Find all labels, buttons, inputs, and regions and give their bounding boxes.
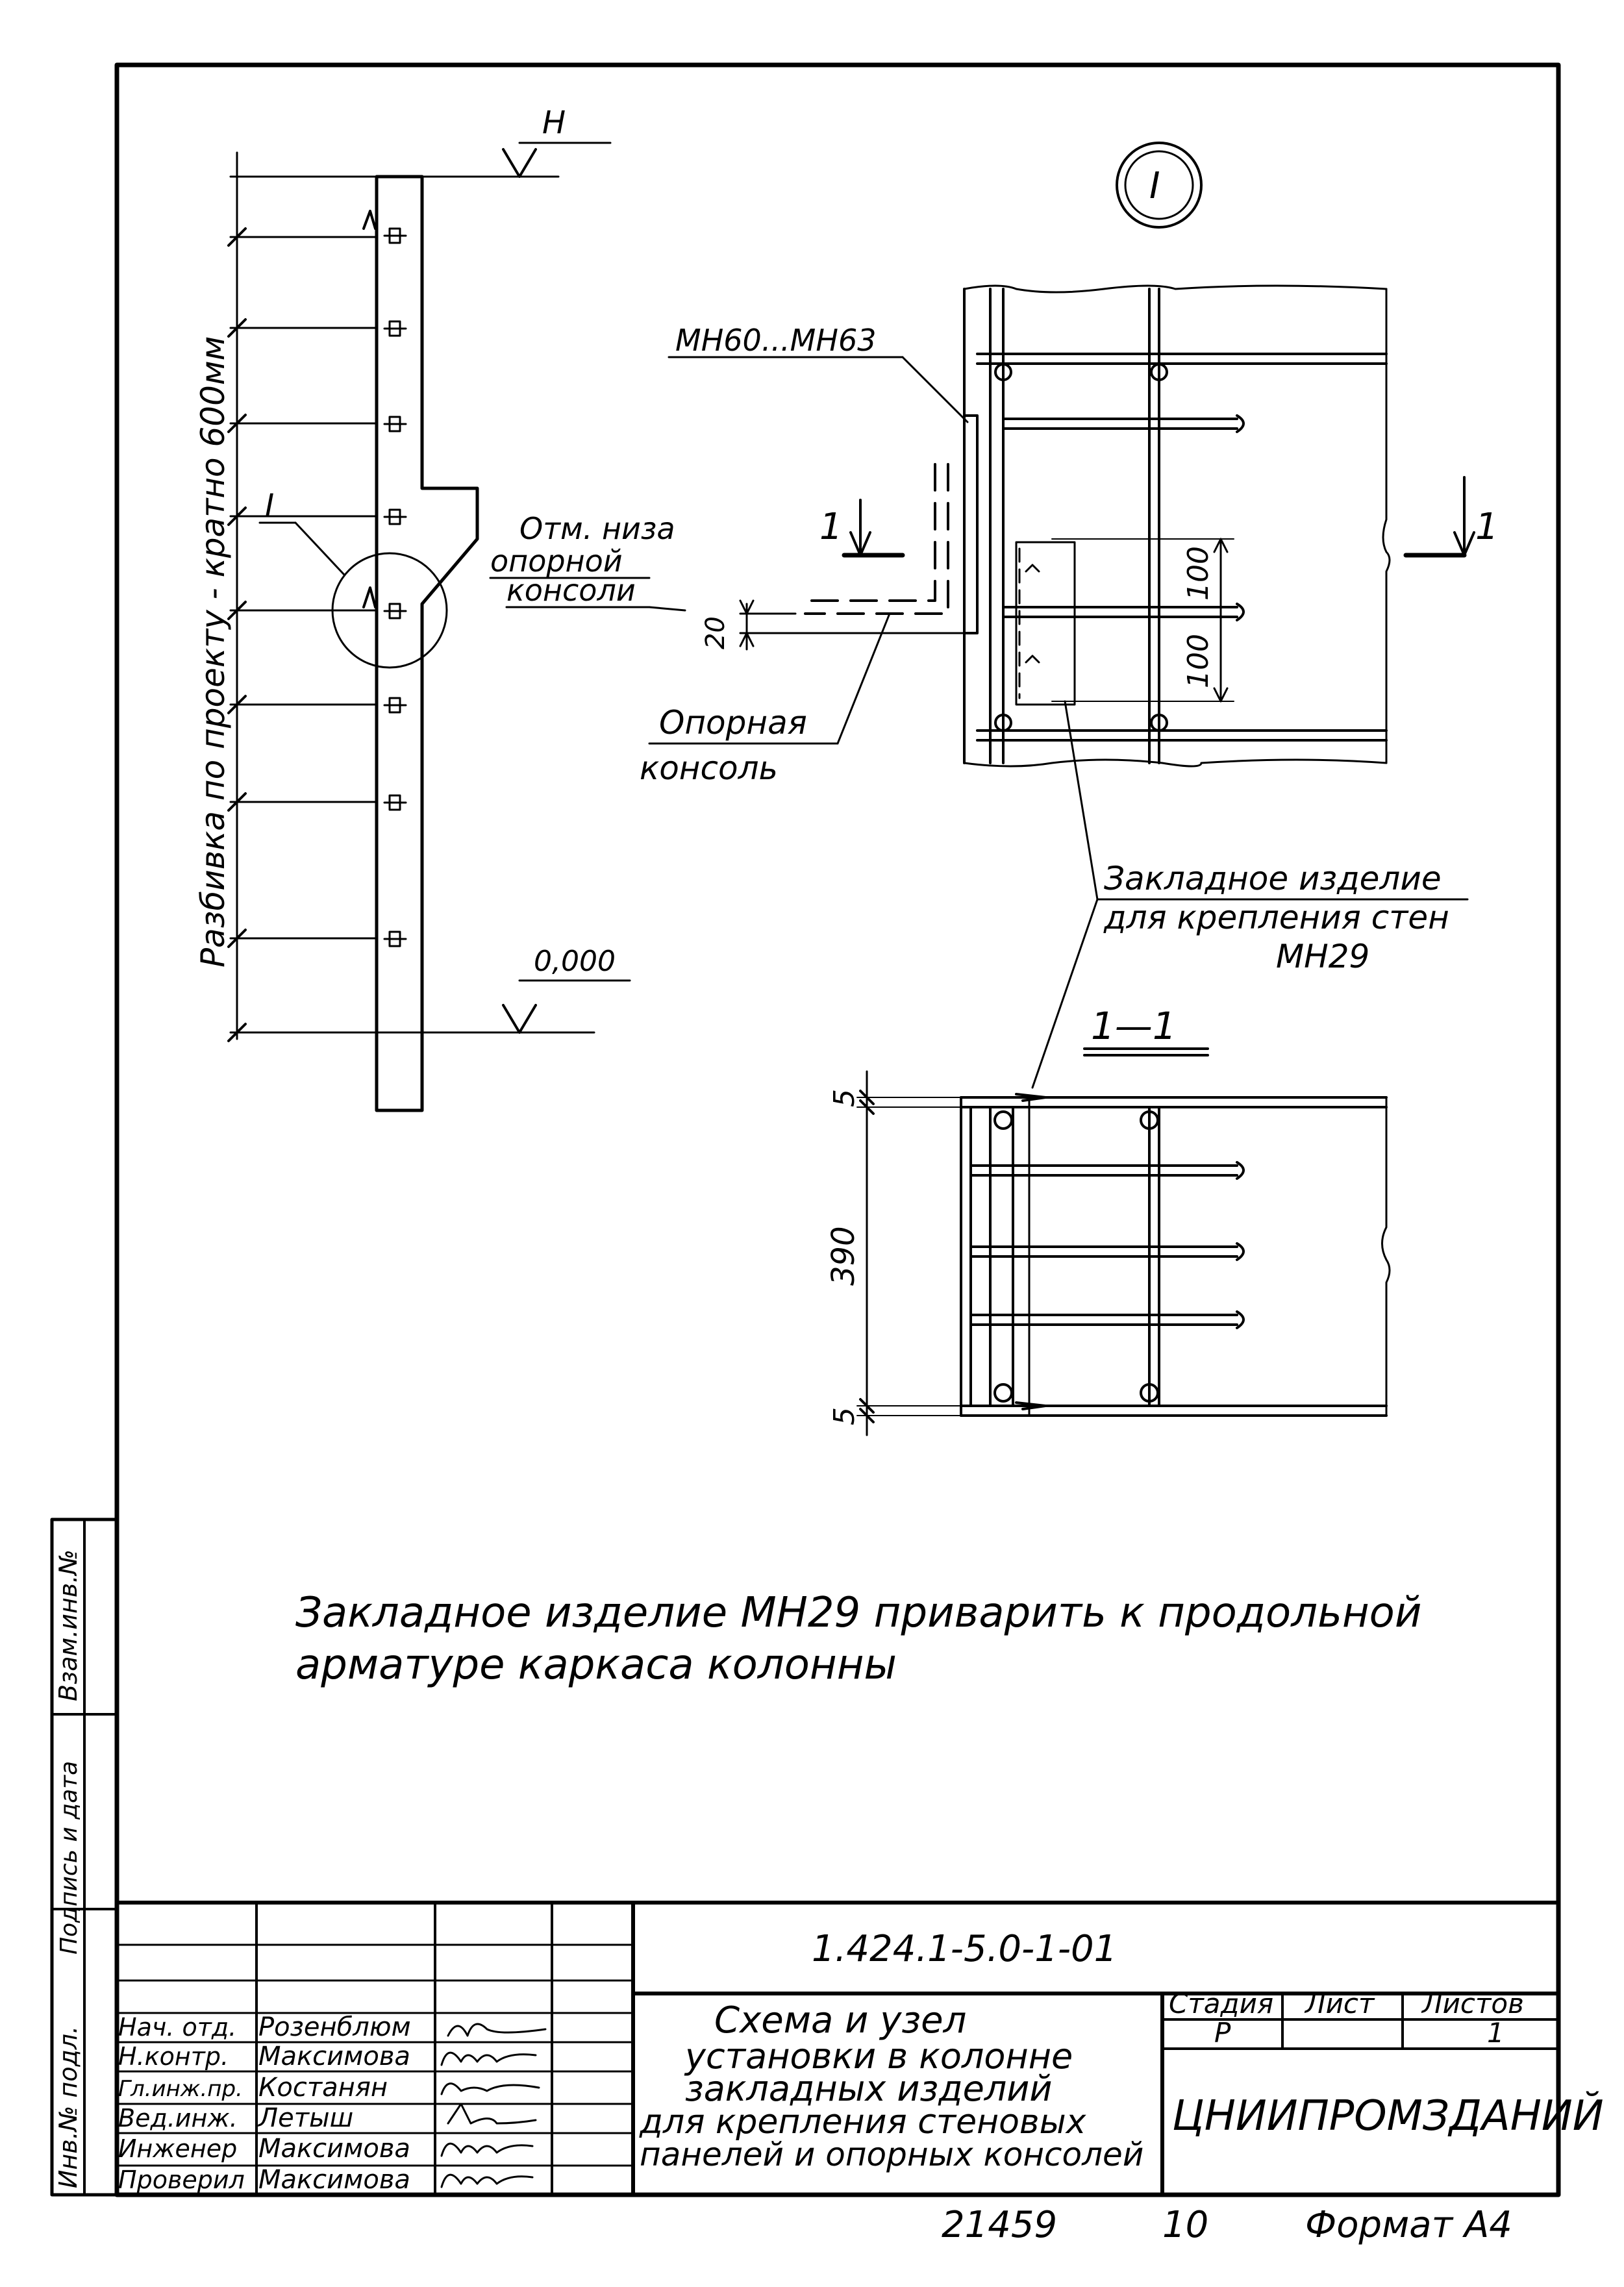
section-mark-right: 1	[1475, 506, 1499, 548]
role-6: Проверил	[118, 2166, 245, 2194]
footer-format: Формат А4	[1305, 2204, 1512, 2246]
stage-value: Р	[1214, 2017, 1231, 2049]
mark-zero-label: 0,000	[534, 945, 616, 978]
section-bars	[960, 1093, 1391, 1417]
note-line-1: Закладное изделие МН29 приварить к продо…	[295, 1589, 1421, 1637]
tick-marks	[227, 227, 247, 1042]
bottom-console-label-line2: опорной	[490, 544, 623, 579]
title-line-2: установки в колонне	[684, 2036, 1073, 2077]
note: Закладное изделие МН29 приварить к продо…	[295, 1589, 1421, 1689]
role-5: Инженер	[118, 2134, 237, 2163]
signatures	[440, 2023, 547, 2188]
label-sign-date: Подпись и дата	[56, 1761, 82, 1955]
title-line-4: для крепления стеновых	[639, 2103, 1087, 2142]
dim-100-bottom: 100	[1182, 634, 1215, 688]
name-3: Костанян	[258, 2073, 388, 2103]
console-embed-plate	[963, 414, 979, 634]
node-circle	[331, 552, 448, 669]
dim-5-top: 5	[828, 1089, 861, 1107]
sheets-value: 1	[1487, 2017, 1505, 2049]
node-badge-inner	[1124, 150, 1194, 220]
column-elevation: Н	[194, 105, 631, 1112]
doc-code: 1.424.1-5.0-1-01	[812, 1928, 1117, 1970]
node-badge-label: I	[1149, 165, 1160, 207]
sheets-header: Листов	[1421, 1988, 1524, 2019]
spacing-label: Разбивка по проекту - кратно 600мм	[194, 336, 232, 968]
embed-label-line2: для крепления стен	[1103, 899, 1449, 936]
bottom-console-label-line1: Отм. низа	[519, 511, 675, 546]
title-line-5: панелей и опорных консолей	[640, 2136, 1143, 2173]
name-1: Розенблюм	[258, 2012, 411, 2042]
section-mark-left: 1	[819, 506, 843, 548]
dim-5-bottom: 5	[828, 1407, 861, 1425]
role-3: Гл.инж.пр.	[118, 2076, 243, 2102]
section-title: 1—1	[1091, 1004, 1177, 1048]
console-embed-leader-label: МН60...МН63	[675, 323, 877, 358]
role-2: Н.контр.	[118, 2042, 229, 2071]
label-inv-replace: Взам.инв.№	[54, 1549, 82, 1701]
embed-plates	[362, 210, 407, 947]
column-outline	[375, 175, 479, 1112]
support-console-label-line1: Опорная	[659, 704, 807, 742]
title-line-1: Схема и узел	[714, 1999, 966, 2042]
title-block: 1.424.1-5.0-1-01 Нач. отд. Н.контр. Гл.и…	[115, 1901, 1604, 2197]
title-line-3: закладных изделий	[685, 2068, 1053, 2109]
note-line-2: арматуре каркаса колонны	[295, 1641, 897, 1689]
role-4: Вед.инж.	[118, 2104, 238, 2132]
left-stamp-strip: Взам.инв.№ Подпись и дата Инв.№ подл.	[50, 1518, 119, 2197]
embed-label-line1: Закладное изделие	[1104, 860, 1442, 897]
wall-embed-plate	[1015, 541, 1076, 706]
node-callout-label: I	[265, 488, 274, 524]
node-detail: I	[489, 142, 1499, 1089]
dim-390: 390	[825, 1226, 862, 1286]
node-badge-outer	[1116, 142, 1203, 229]
name-6: Максимова	[258, 2165, 410, 2195]
footer-page: 10	[1162, 2204, 1208, 2246]
name-2: Максимова	[258, 2042, 410, 2071]
dim-20-label: 20	[701, 616, 731, 649]
role-1: Нач. отд.	[118, 2013, 236, 2042]
stage-header: Стадия	[1169, 1988, 1273, 2019]
support-console-label-line2: консоль	[640, 749, 778, 787]
sheet-header: Лист	[1304, 1988, 1375, 2019]
footer-number: 21459	[942, 2204, 1057, 2246]
spacing-ticks	[229, 175, 378, 1034]
column-bars	[963, 284, 1391, 768]
dim-100-top: 100	[1182, 546, 1215, 601]
outer-frame	[114, 62, 1561, 2197]
label-inv-orig: Инв.№ подл.	[54, 2026, 82, 2188]
section-1-1: 1—1	[825, 1004, 1391, 1436]
name-4: Летыш	[257, 2103, 353, 2133]
mark-top-label: Н	[542, 105, 566, 141]
embed-label-line3: МН29	[1276, 938, 1369, 975]
organization: ЦНИИПРОМЗДАНИЙ	[1172, 2091, 1604, 2140]
name-5: Максимова	[258, 2134, 410, 2164]
footer: 21459 10 Формат А4	[942, 2204, 1512, 2246]
